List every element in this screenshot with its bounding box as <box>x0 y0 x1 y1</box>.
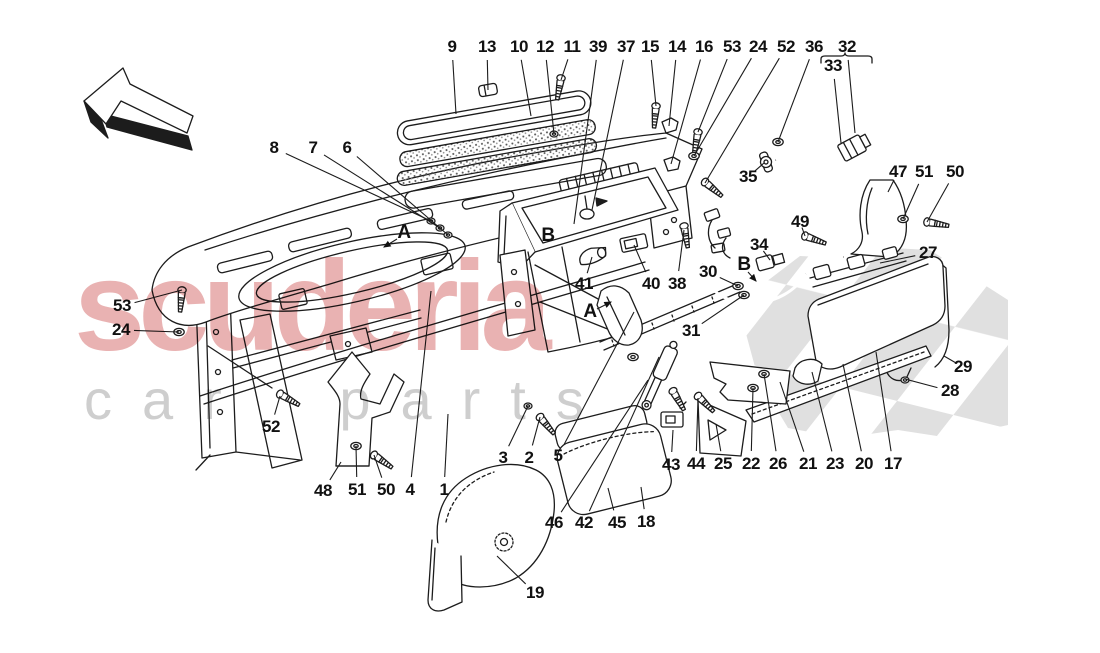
callout-50: 50 <box>946 162 964 181</box>
callout-7: 7 <box>308 138 318 157</box>
section-letter-A: A <box>397 222 411 243</box>
glovebox-lid <box>807 255 950 382</box>
label-32-bracket <box>820 52 873 64</box>
callout-4: 4 <box>405 480 415 499</box>
callout-51: 51 <box>915 162 933 181</box>
callout-46: 46 <box>545 513 563 532</box>
tie-rod <box>207 345 273 389</box>
callout-48: 48 <box>314 481 332 500</box>
latch <box>660 401 687 428</box>
callout-30: 30 <box>699 262 717 281</box>
callout-24: 24 <box>112 320 130 339</box>
callout-22: 22 <box>742 454 760 473</box>
callout-10: 10 <box>510 37 528 56</box>
section-letter-B: B <box>737 254 751 275</box>
callout-49: 49 <box>791 212 809 231</box>
callout-25: 25 <box>714 454 732 473</box>
callout-5: 5 <box>553 446 563 465</box>
callout-19: 19 <box>526 583 544 602</box>
callout-21: 21 <box>799 454 817 473</box>
callout-44: 44 <box>687 454 705 473</box>
callout-52: 52 <box>777 37 795 56</box>
callout-51: 51 <box>348 480 366 499</box>
callout-39: 39 <box>589 37 607 56</box>
callout-24: 24 <box>749 37 767 56</box>
callout-2: 2 <box>524 448 534 467</box>
mounting-bracket-48 <box>327 351 405 467</box>
callout-52: 52 <box>262 417 280 436</box>
callout-31: 31 <box>682 321 700 340</box>
callout-12: 12 <box>536 37 554 56</box>
callout-27: 27 <box>919 243 937 262</box>
callout-6: 6 <box>342 138 352 157</box>
callout-20: 20 <box>855 454 873 473</box>
callout-3: 3 <box>498 448 508 467</box>
callout-53: 53 <box>113 296 131 315</box>
section-letter-A: A <box>583 301 597 322</box>
callout-8: 8 <box>269 138 279 157</box>
callout-16: 16 <box>695 37 713 56</box>
callout-13: 13 <box>478 37 496 56</box>
callout-18: 18 <box>637 512 655 531</box>
callout-43: 43 <box>662 455 680 474</box>
section-letter-B: B <box>541 225 555 246</box>
callout-33: 33 <box>824 56 842 75</box>
callout-34: 34 <box>750 235 768 254</box>
callout-45: 45 <box>608 513 626 532</box>
callout-50: 50 <box>377 480 395 499</box>
callout-36: 36 <box>805 37 823 56</box>
callout-23: 23 <box>826 454 844 473</box>
lighter-41 <box>579 246 607 266</box>
harness-connector-icon <box>837 133 872 162</box>
callout-42: 42 <box>575 513 593 532</box>
callout-40: 40 <box>642 274 660 293</box>
callout-14: 14 <box>668 37 686 56</box>
callout-47: 47 <box>889 162 907 181</box>
left-support-frame <box>195 295 422 471</box>
callout-38: 38 <box>668 274 686 293</box>
callout-28: 28 <box>941 381 959 400</box>
callout-35: 35 <box>739 167 757 186</box>
callout-9: 9 <box>447 37 457 56</box>
callout-11: 11 <box>563 37 581 56</box>
callout-32: 32 <box>838 37 856 56</box>
callout-1: 1 <box>439 480 449 499</box>
callout-26: 26 <box>769 454 787 473</box>
callout-29: 29 <box>954 357 972 376</box>
callout-17: 17 <box>884 454 902 473</box>
callout-41: 41 <box>575 274 593 293</box>
callout-15: 15 <box>641 37 659 56</box>
callout-53: 53 <box>723 37 741 56</box>
callout-37: 37 <box>617 37 635 56</box>
direction-arrow-icon <box>83 67 194 151</box>
